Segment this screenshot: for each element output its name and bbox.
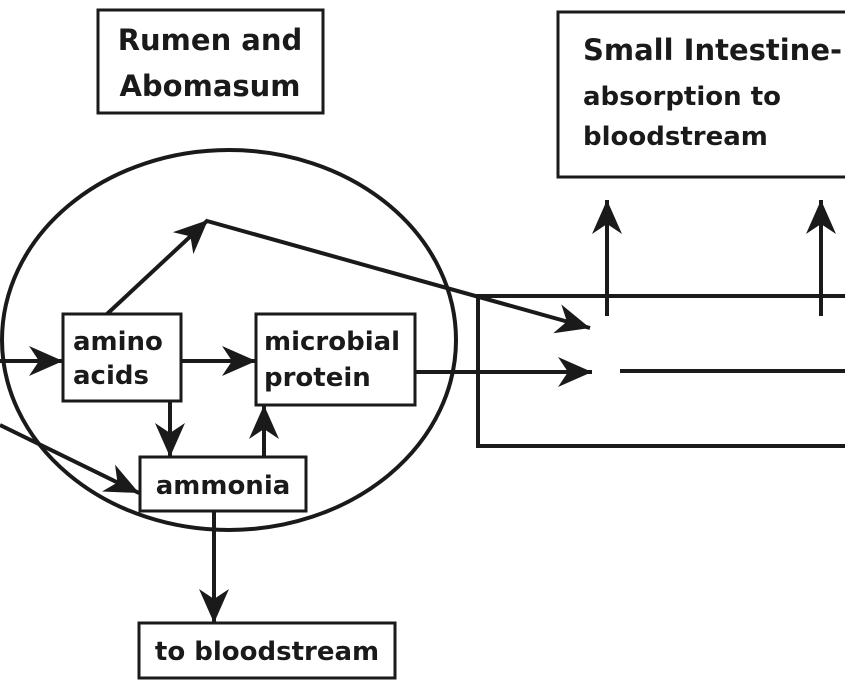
amino-up-arrow [105,218,210,316]
rumen-label-line2: Abomasum [119,69,300,103]
microbial-label-line1: microbial [264,327,400,357]
ammonia-label: ammonia [156,471,291,501]
intestine-label-line1: Small Intestine- [583,33,842,67]
input-arrow-ammonia [0,423,140,495]
microbial-label-line2: protein [264,363,371,393]
intestine-label-box: Small Intestine- absorption to bloodstre… [556,10,845,179]
amino-label-line2: acids [73,361,149,391]
to-bloodstream-box: to bloodstream [137,621,397,680]
bypass-arrow [206,219,591,334]
rumen-label-box: Rumen and Abomasum [96,8,325,115]
amino-label-line1: amino [73,327,163,357]
amino-acids-box: amino acids [61,312,183,403]
bloodstream-label: to bloodstream [155,637,379,667]
intestine-label-line3: bloodstream [583,122,768,152]
intestine-label-line2: absorption to [583,82,781,112]
ammonia-box: ammonia [138,455,308,513]
microbial-protein-box: microbial protein [254,312,417,407]
rumen-circle [0,148,458,532]
rumen-label-line1: Rumen and [118,23,303,57]
